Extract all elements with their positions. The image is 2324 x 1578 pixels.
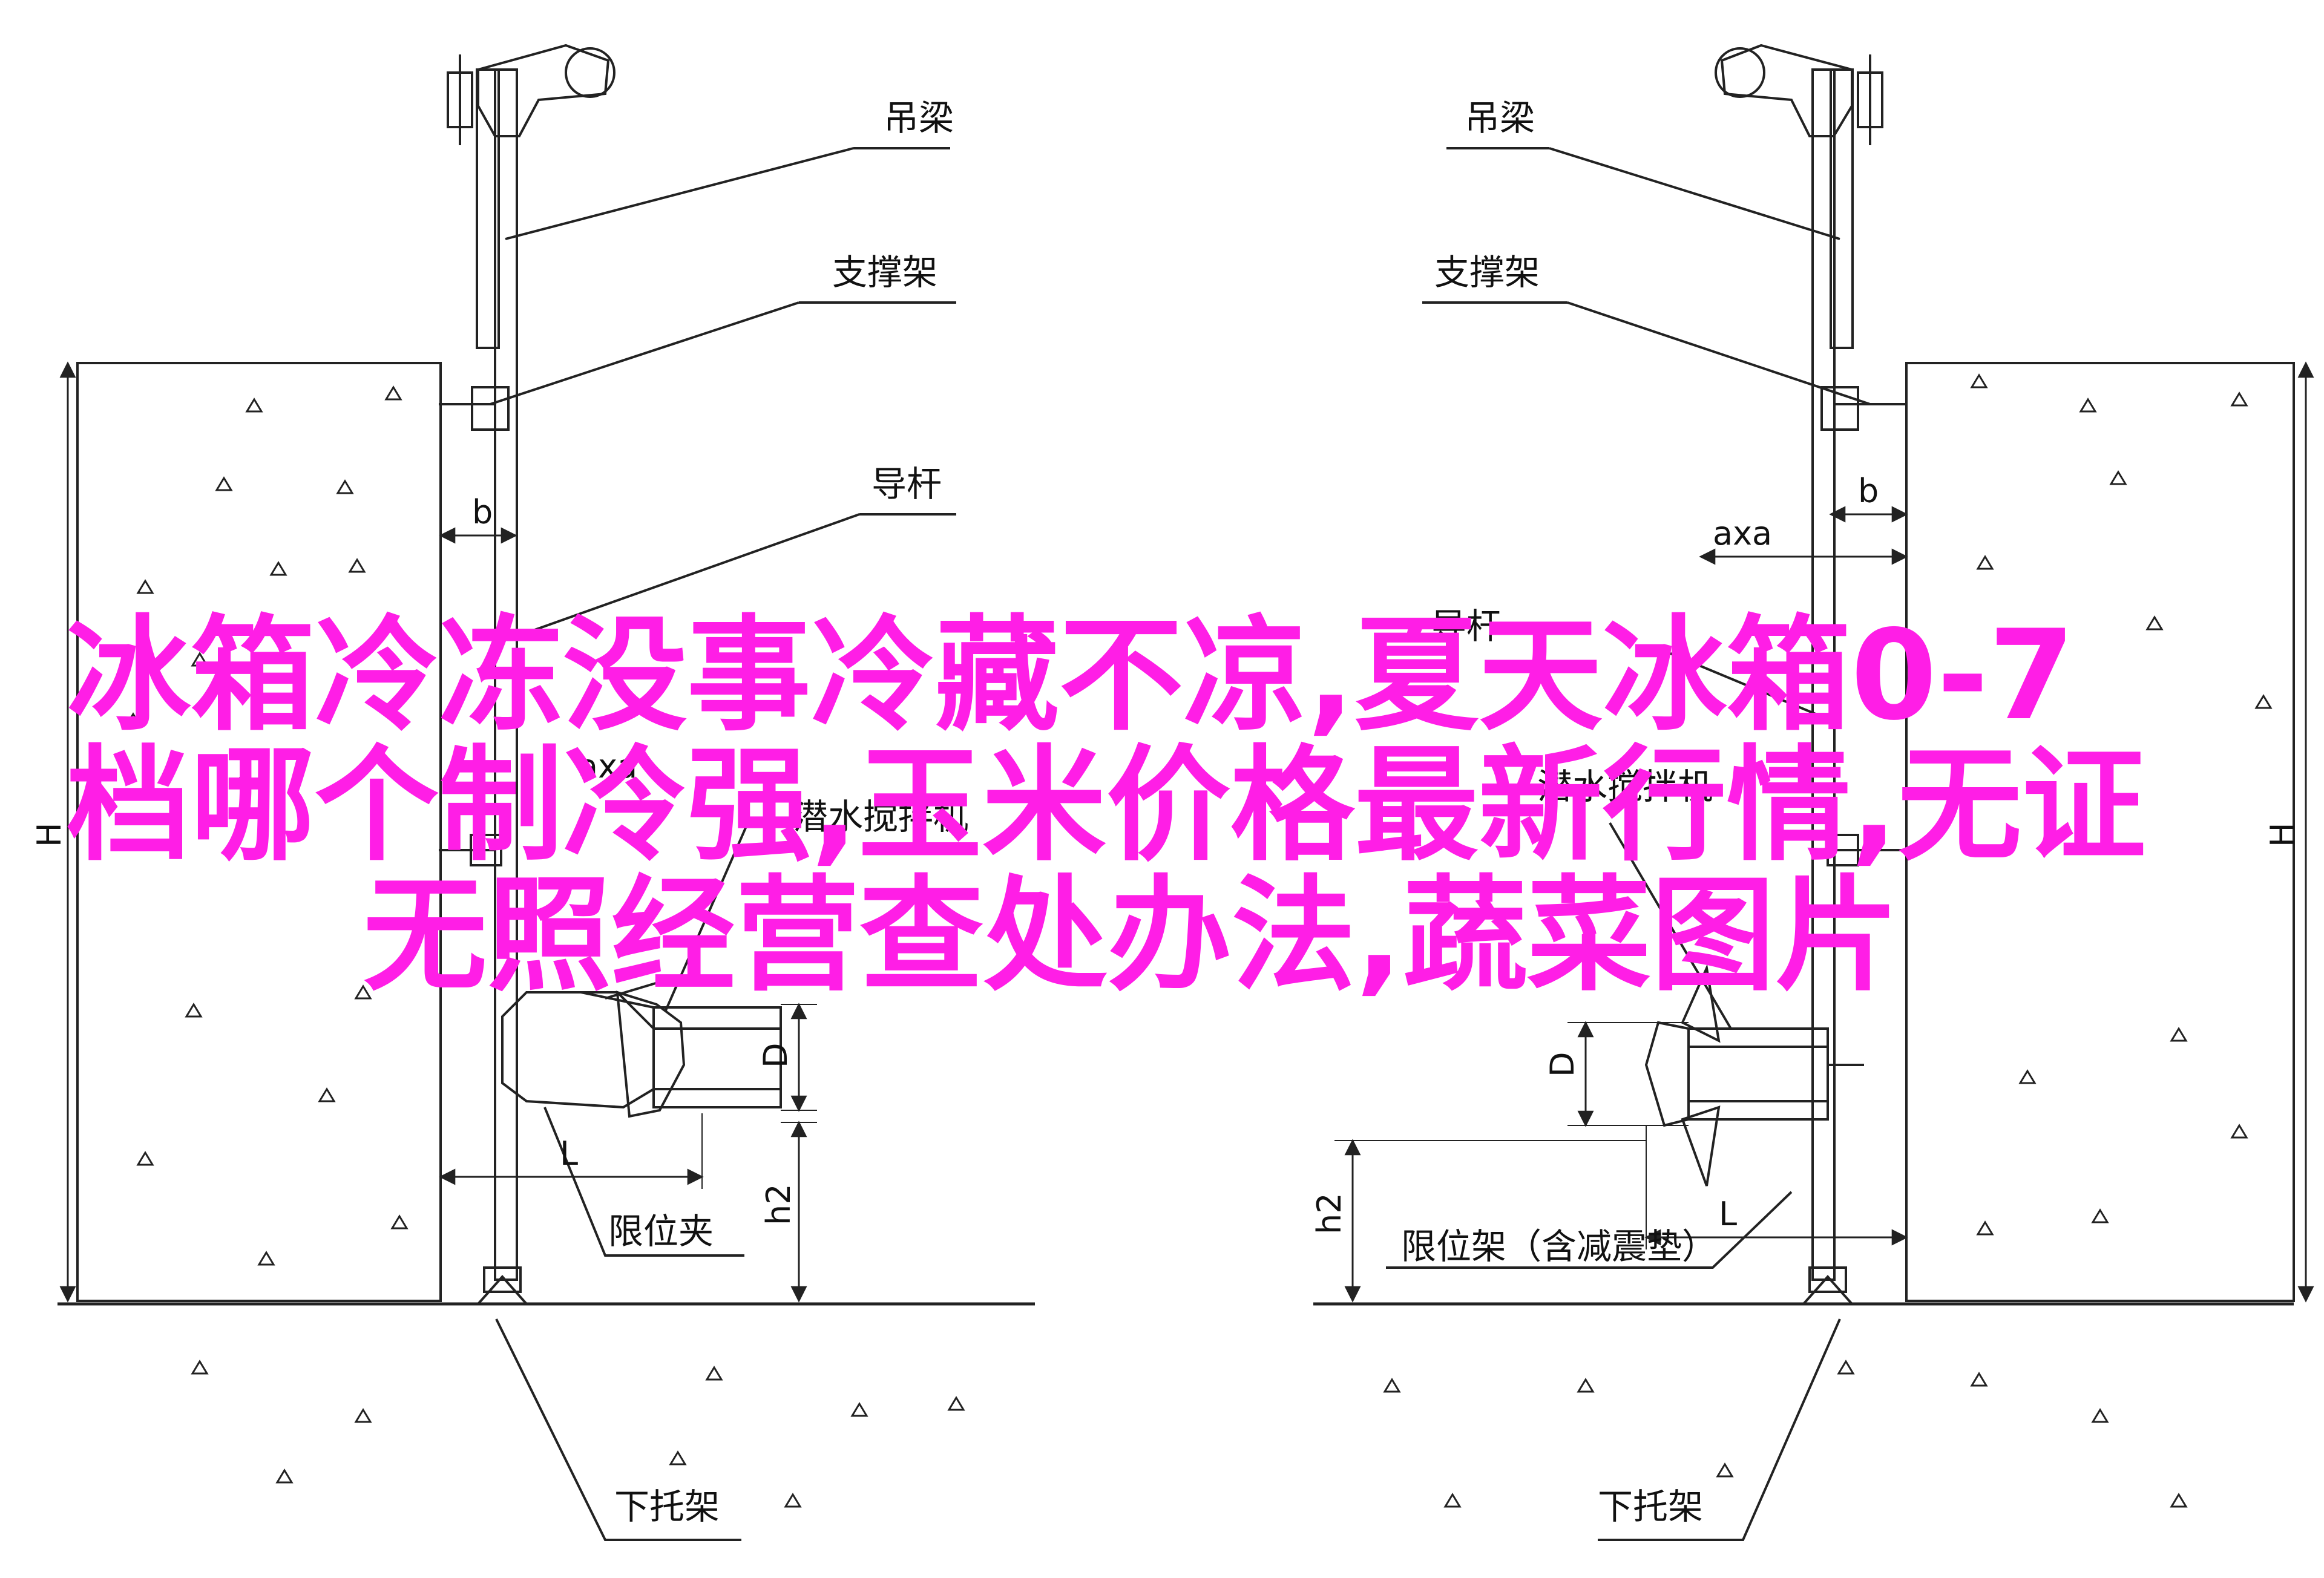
left-label-guide-rod: 导杆 [872,463,942,505]
left-guide-rod-upper [476,68,500,349]
right-limit-leader [1386,1191,1793,1269]
left-lower-bracket-leader [495,1318,741,1541]
left-label-limit-clamp: 限位夹 [608,1211,714,1252]
left-label-mixer: 潜水搅拌机 [793,796,968,837]
right-beam-head [1720,44,1853,137]
left-label-lower-bracket: 下托架 [614,1486,720,1527]
right-beam-leader [1549,147,1840,240]
right-dim-L-label: L [1719,1195,1737,1233]
overlay-headline-line-2: 档哪个制冷强,玉米价格最新行情,无证 [67,734,2146,878]
left-dim-D-label: D [757,1043,795,1068]
right-dim-axa-label: axa [1713,514,1772,552]
left-limit-leader [543,1107,744,1257]
right-label-limit-frame: 限位架（含减震垫） [1401,1226,1717,1267]
left-mixer-body [501,979,782,1118]
right-label-lower-bracket: 下托架 [1598,1486,1703,1527]
right-dim-h2-label: h2 [1310,1193,1348,1234]
left-dim-h2-label: h2 [760,1184,798,1225]
concrete-hatching [124,373,2273,1508]
overlay-headline-line-1: 冰箱冷冻没事冷藏不凉,夏天冰箱0-7 [67,604,2075,748]
right-dim-b-label: b [1858,472,1879,510]
right-guide-leader [1670,652,1816,715]
left-bracket-mount [471,386,510,431]
left-bracket-leader [490,301,799,405]
left-mixer-leader [665,816,752,1011]
right-view [1313,44,2314,1541]
right-label-mixer: 潜水搅拌机 [1537,766,1713,807]
right-tank-wall [1905,362,2295,1302]
left-beam-leader [505,147,854,240]
right-label-beam: 吊梁 [1465,97,1535,139]
right-label-guide-rod: 导杆 [1431,606,1502,647]
left-dim-b-label: b [472,493,493,531]
left-dim-L-label: L [560,1134,578,1173]
left-label-beam: 吊梁 [884,97,954,139]
right-bracket-leader [1567,301,1871,405]
left-dim-H-label: H [30,822,68,847]
right-lower-bracket-leader [1598,1318,1841,1541]
right-dim-D-label: D [1543,1052,1581,1077]
left-label-bracket: 支撑架 [832,252,937,293]
overlay-headline-line-3: 无照经营查处办法,蔬菜图片 [363,864,1899,1008]
left-view [57,44,1035,1541]
left-guide-leader [519,513,860,637]
right-label-bracket: 支撑架 [1434,252,1540,293]
right-mixer-leader [1609,822,1732,1030]
left-dim-axa-label: axa [578,747,637,785]
right-dim-H-label: H [2263,822,2302,847]
right-mixer-body [1644,964,1864,1187]
